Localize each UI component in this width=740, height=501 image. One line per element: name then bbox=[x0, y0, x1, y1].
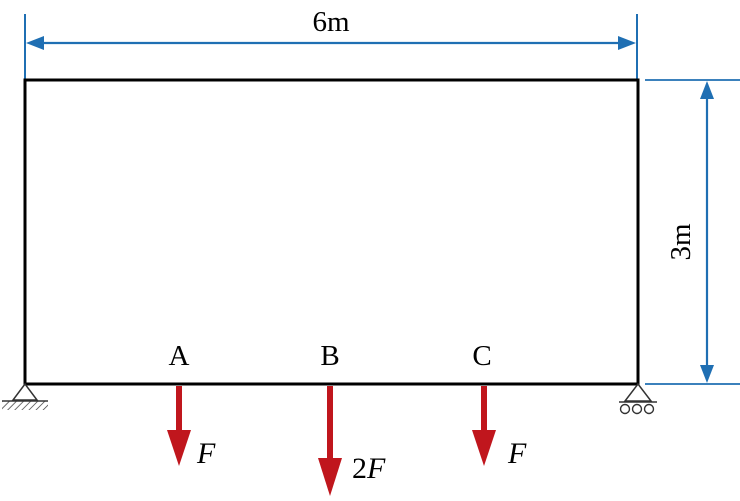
load-c: F bbox=[472, 386, 527, 470]
point-c-label: C bbox=[472, 340, 491, 372]
point-a-label: A bbox=[169, 340, 190, 372]
height-label: 3m bbox=[665, 223, 697, 261]
load-a-label: F bbox=[196, 437, 216, 470]
load-b-arrowhead bbox=[318, 458, 342, 496]
load-b-symbol: F bbox=[366, 452, 386, 485]
load-c-arrowhead bbox=[472, 430, 496, 466]
load-b-shaft bbox=[327, 386, 333, 462]
height-arrowhead-top bbox=[700, 81, 714, 99]
load-b-label: 2F bbox=[352, 452, 386, 485]
point-b-label: B bbox=[320, 340, 339, 372]
width-arrowhead-right bbox=[618, 36, 636, 50]
roller-support-triangle bbox=[623, 382, 653, 402]
load-c-label: F bbox=[507, 437, 527, 470]
load-c-shaft bbox=[481, 386, 487, 434]
load-a: F bbox=[167, 386, 216, 470]
pin-support-triangle bbox=[11, 382, 39, 401]
roller-wheel bbox=[619, 403, 631, 415]
load-a-arrowhead bbox=[167, 430, 191, 466]
height-dimension: 3m bbox=[645, 79, 740, 385]
roller-support-right bbox=[619, 382, 657, 415]
roller-wheel bbox=[643, 403, 655, 415]
width-arrowhead-left bbox=[26, 36, 44, 50]
roller-wheel bbox=[631, 403, 643, 415]
frame-outline bbox=[23, 78, 640, 386]
load-b-coefficient: 2 bbox=[352, 452, 367, 485]
width-dimension: 6m bbox=[24, 6, 638, 80]
pin-support-hatch bbox=[2, 401, 48, 410]
width-label: 6m bbox=[312, 6, 350, 38]
pin-support-left bbox=[2, 382, 48, 410]
height-arrowhead-bottom bbox=[700, 365, 714, 383]
load-b: 2F bbox=[318, 386, 386, 496]
load-a-shaft bbox=[176, 386, 182, 434]
